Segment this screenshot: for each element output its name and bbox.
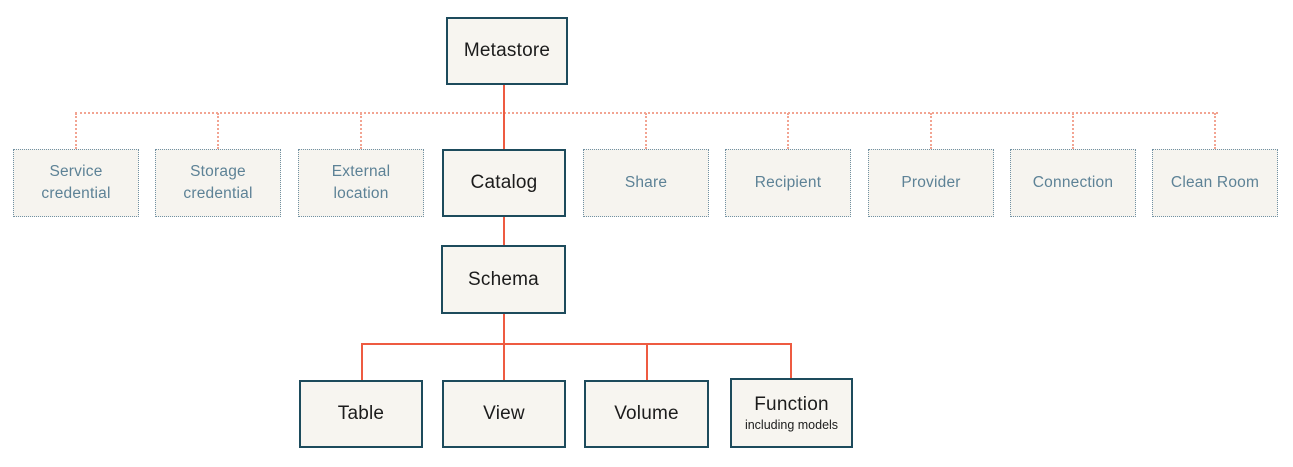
node-recipient: Recipient [725,149,851,217]
connector-catalog-schema [503,217,505,245]
node-share-label: Share [624,173,668,191]
node-connection-label: Connection [1032,173,1114,191]
connector-dotted-drop-share [645,113,647,149]
node-service-credential: Service credential [13,149,139,217]
node-function-sublabel: including models [744,417,839,432]
node-table-label: Table [337,403,385,425]
node-table: Table [299,380,423,448]
node-volume: Volume [584,380,709,448]
node-view-label: View [483,403,525,425]
connector-drop-volume [646,343,648,380]
node-share: Share [583,149,709,217]
node-metastore-label: Metastore [463,40,551,62]
node-clean-room: Clean Room [1152,149,1278,217]
node-storage-credential-label: Storage credential [183,162,253,202]
node-external-location: External location [298,149,424,217]
connector-drop-table [361,343,363,380]
connector-schema-children [503,314,505,380]
connector-drop-function [790,343,792,380]
node-external-location-label: External location [331,162,391,202]
node-function: Function including models [730,378,853,448]
connector-dotted-drop-provider [930,113,932,149]
connector-children-rail [361,343,792,345]
node-provider-label: Provider [901,173,961,191]
connector-dotted-drop-storage-credential [217,113,219,149]
connector-dotted-drop-clean-room [1214,113,1216,149]
node-provider: Provider [868,149,994,217]
node-volume-label: Volume [614,403,679,425]
node-schema: Schema [441,245,566,314]
node-recipient-label: Recipient [754,173,822,191]
connector-dotted-drop-recipient [787,113,789,149]
node-connection: Connection [1010,149,1136,217]
connector-metastore-catalog [503,85,505,149]
node-clean-room-label: Clean Room [1170,173,1260,191]
node-metastore: Metastore [446,17,568,85]
connector-dotted-drop-external-location [360,113,362,149]
node-catalog-label: Catalog [470,172,538,194]
node-storage-credential: Storage credential [155,149,281,217]
node-schema-label: Schema [468,268,539,290]
node-view: View [442,380,566,448]
node-service-credential-label: Service credential [41,162,111,202]
connector-dotted-drop-service-credential [75,113,77,149]
connector-dotted-drop-connection [1072,113,1074,149]
node-function-label: Function [754,394,829,416]
node-catalog: Catalog [442,149,566,217]
